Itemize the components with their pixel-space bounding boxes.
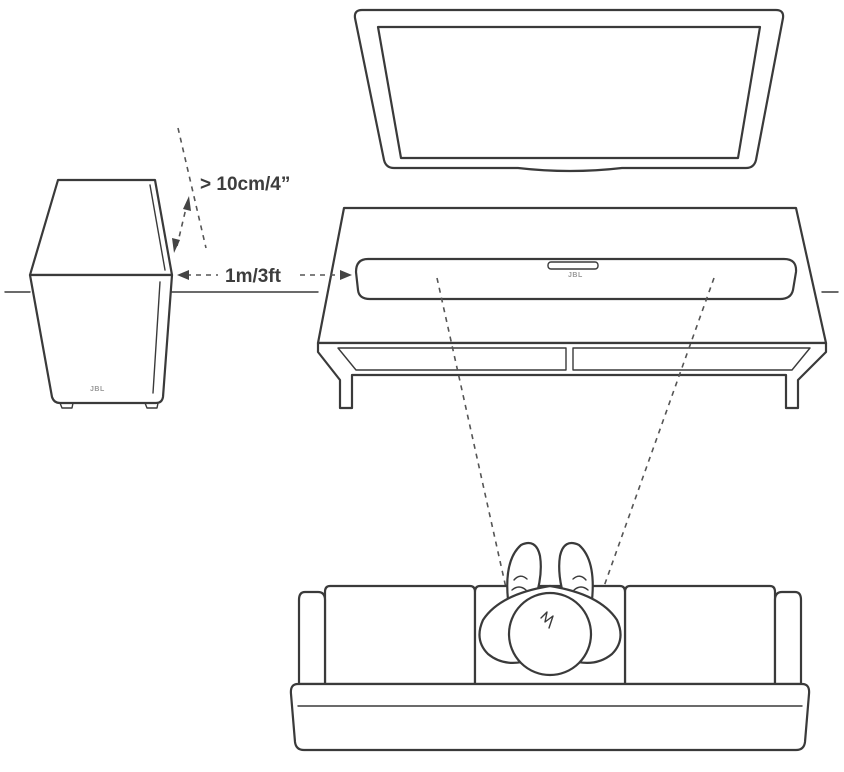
sofa-back-right-cushion [623, 584, 777, 686]
clearance-label: > 10cm/4” [200, 174, 290, 195]
clearance-arrow-head-top [183, 196, 191, 211]
subwoofer-top [28, 178, 174, 277]
subwoofer-logo: JBL [90, 386, 105, 393]
cabinet-shelf-left [337, 347, 567, 371]
tv-cabinet [316, 206, 828, 410]
listener-hair-detail [540, 611, 554, 629]
soundbar-logo: JBL [568, 272, 583, 279]
clearance-arrow-line [176, 203, 188, 247]
listener-left-toes [511, 575, 528, 591]
clearance-reference-line [177, 127, 207, 249]
cabinet-front [316, 341, 828, 410]
subwoofer-front-inner-edge [152, 281, 161, 394]
distance-arrow-head-right [340, 270, 352, 280]
clearance-arrow-head-bottom [172, 238, 180, 253]
sofa-left-arm [297, 590, 327, 686]
distance-arrow-head-left [177, 270, 189, 280]
subwoofer-foot-right [144, 402, 159, 409]
cabinet-shelf-right [572, 347, 811, 371]
listener-head [507, 591, 593, 677]
tv-screen [376, 25, 762, 160]
listener-right-toes [572, 575, 589, 591]
listening-lines [436, 277, 715, 607]
wall-clearance-indicator: > 10cm/4” [172, 127, 290, 253]
listener-right-foot [558, 541, 594, 602]
soundbar: JBL [354, 257, 798, 301]
sofa-back-left-cushion [323, 584, 477, 686]
listening-line-right [596, 277, 715, 607]
subwoofer-foot-left [59, 402, 74, 409]
soundbar-display [547, 261, 599, 270]
tv [353, 8, 785, 173]
sofa-base [289, 682, 811, 752]
sofa-right-arm [773, 590, 803, 686]
distance-indicator: 1m/3ft [177, 266, 352, 287]
listener-left-foot [506, 541, 542, 602]
subwoofer-front [28, 273, 174, 405]
distance-label: 1m/3ft [225, 266, 282, 287]
soundbar-body [354, 257, 798, 301]
listening-line-left [436, 277, 511, 607]
listener [478, 541, 622, 677]
subwoofer-top-inner-edge [149, 184, 166, 271]
subwoofer: JBL [28, 178, 174, 409]
